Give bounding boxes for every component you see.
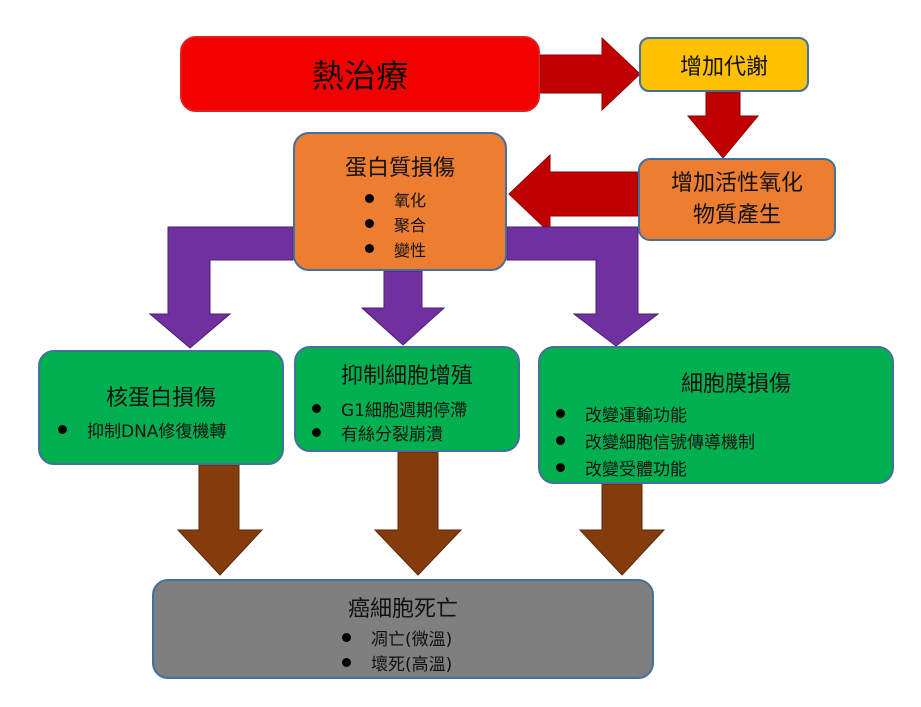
list-item: 凋亡(微溫): [342, 625, 652, 650]
arrow-heat-to-metabolism: [539, 36, 641, 112]
bullet-icon: [365, 194, 374, 203]
node-nuclear-protein-damage-list: 抑制DNA修復機轉: [58, 416, 282, 442]
node-protein-damage-list: 氧化 聚合 變性: [365, 186, 505, 261]
arrow-membrane-to-death: [578, 483, 666, 576]
node-membrane-damage: 細胞膜損傷 改變運輸功能 改變細胞信號傳導機制 改變受體功能: [538, 346, 894, 484]
bullet-icon: [312, 427, 321, 437]
node-heat-therapy-title: 熱治療: [311, 57, 408, 95]
node-membrane-damage-title: 細胞膜損傷: [680, 372, 791, 397]
node-membrane-damage-list: 改變運輸功能 改變細胞信號傳導機制 改變受體功能: [556, 400, 892, 481]
bullet-icon: [312, 403, 321, 413]
arrow-protein-to-proliferation: [360, 270, 446, 346]
arrow-protein-to-nuclear: [148, 226, 294, 349]
list-item: 改變受體功能: [556, 454, 892, 481]
bullet-icon: [342, 633, 351, 642]
bullet-icon: [365, 219, 374, 228]
list-item: G1細胞週期停滯: [312, 396, 518, 421]
node-increase-ros: 增加活性氧化物質產生: [638, 158, 836, 241]
bullet-icon: [365, 244, 374, 253]
node-inhibit-proliferation-title: 抑制細胞增殖: [340, 364, 473, 389]
bullet-icon: [58, 424, 67, 434]
arrow-ros-to-protein: [508, 153, 639, 235]
arrow-proliferation-to-death: [373, 451, 463, 576]
list-item: 有絲分裂崩潰: [312, 420, 518, 445]
bullet-icon: [556, 409, 565, 418]
node-increase-ros-title: 增加活性氧化物質產生: [670, 170, 803, 228]
node-nuclear-protein-damage: 核蛋白損傷 抑制DNA修復機轉: [38, 350, 284, 465]
list-item: 聚合: [365, 211, 505, 236]
node-increase-metabolism: 增加代謝: [639, 37, 809, 92]
node-protein-damage-title: 蛋白質損傷: [344, 156, 455, 181]
arrow-protein-to-membrane: [506, 226, 660, 347]
node-nuclear-protein-damage-title: 核蛋白損傷: [105, 386, 216, 411]
arrow-metabolism-to-ros: [686, 91, 760, 159]
list-item: 壞死(高溫): [342, 650, 652, 675]
bullet-icon: [556, 463, 565, 472]
node-protein-damage: 蛋白質損傷 氧化 聚合 變性: [293, 132, 507, 271]
list-item: 抑制DNA修復機轉: [58, 416, 282, 442]
node-heat-therapy: 熱治療: [180, 36, 540, 112]
node-inhibit-proliferation: 抑制細胞增殖 G1細胞週期停滯 有絲分裂崩潰: [294, 346, 520, 452]
node-inhibit-proliferation-list: G1細胞週期停滯 有絲分裂崩潰: [312, 396, 518, 445]
arrow-nuclear-to-death: [176, 464, 264, 576]
bullet-icon: [342, 658, 351, 667]
node-increase-metabolism-title: 增加代謝: [679, 54, 768, 80]
node-cancer-cell-death: 癌細胞死亡 凋亡(微溫) 壞死(高溫): [152, 579, 654, 679]
bullet-icon: [556, 436, 565, 445]
list-item: 改變運輸功能: [556, 400, 892, 427]
node-cancer-cell-death-list: 凋亡(微溫) 壞死(高溫): [342, 625, 652, 675]
list-item: 改變細胞信號傳導機制: [556, 427, 892, 454]
node-cancer-cell-death-title: 癌細胞死亡: [347, 597, 458, 622]
list-item: 氧化: [365, 186, 505, 211]
list-item: 變性: [365, 236, 505, 261]
